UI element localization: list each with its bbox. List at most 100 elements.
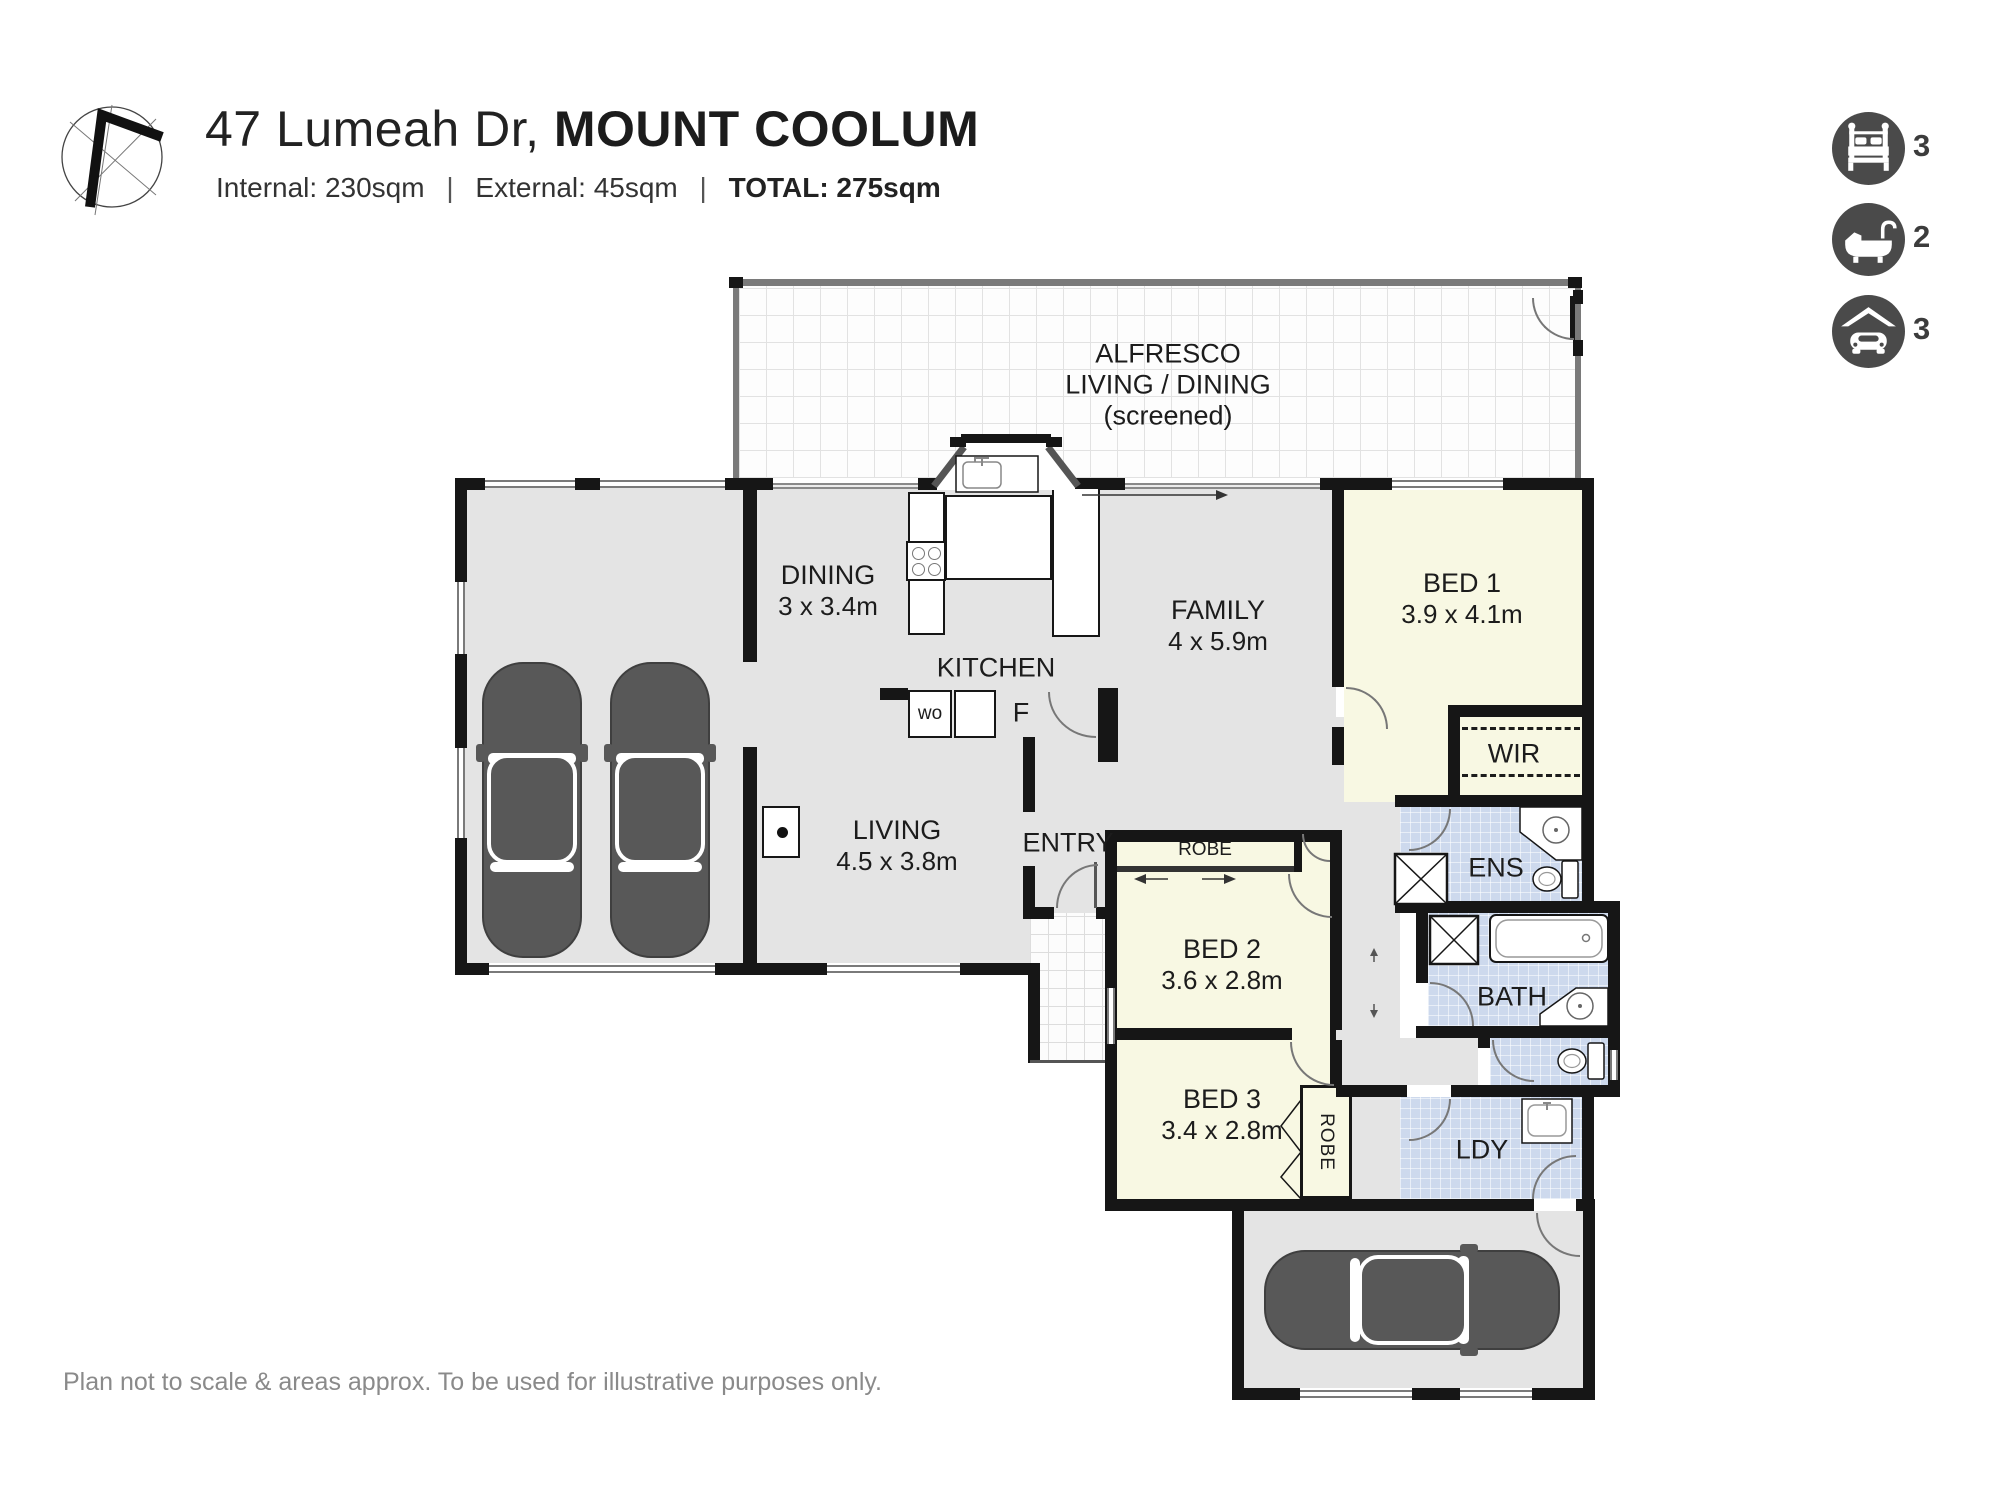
wall — [1416, 913, 1428, 983]
wall — [1330, 1028, 1336, 1040]
room-name: BED 2 — [1182, 934, 1262, 964]
appliance-label: F — [1012, 697, 1030, 728]
ensuite-label: ENS — [1468, 853, 1524, 884]
bed-icon — [1832, 112, 1905, 185]
bed1-floor — [1344, 490, 1582, 802]
bath-label: BATH — [1477, 982, 1547, 1013]
wall — [1105, 1199, 1400, 1211]
wall — [1448, 705, 1582, 717]
room-name: LIVING — [852, 815, 942, 845]
room-name: LIVING / DINING — [1065, 369, 1271, 400]
wall — [455, 838, 467, 975]
window — [1460, 1390, 1532, 1398]
meter-box — [762, 806, 800, 858]
cabinet — [954, 690, 996, 738]
wall — [455, 654, 467, 748]
area-external: External: 45sqm — [475, 172, 678, 203]
area-internal: Internal: 230sqm — [216, 172, 425, 203]
separator: | — [699, 172, 707, 203]
wall — [1336, 1085, 1407, 1097]
wall — [1582, 1097, 1594, 1211]
wall — [1451, 1085, 1620, 1097]
kitchen-sink — [955, 455, 1039, 493]
window — [1392, 480, 1503, 488]
window — [1107, 988, 1115, 1044]
wall — [1110, 830, 1336, 842]
wir-label: WIR — [1488, 739, 1540, 770]
wall — [1412, 1388, 1460, 1400]
separator: | — [446, 172, 454, 203]
room-dims: 3.4 x 2.8m — [1161, 1115, 1283, 1145]
linen-cupboard — [1393, 852, 1449, 906]
garage-icon — [1832, 295, 1905, 368]
laundry-tub — [1521, 1098, 1573, 1144]
room-note: (screened) — [1103, 400, 1233, 431]
wc-toilet — [1557, 1042, 1605, 1080]
wall — [1582, 490, 1594, 901]
window — [1610, 1050, 1618, 1080]
bed3-robe-label: ROBE — [1316, 1113, 1337, 1171]
wall — [1583, 1199, 1595, 1400]
window — [457, 582, 465, 654]
entry-label: ENTRY — [1022, 828, 1113, 859]
burner — [928, 547, 941, 560]
bed3-label: BED 3 3.4 x 2.8m — [1161, 1084, 1282, 1146]
garage-count: 3 — [1913, 311, 1931, 346]
bed2-label: BED 2 3.6 x 2.8m — [1161, 934, 1282, 996]
wall — [1110, 1028, 1292, 1040]
room-dims: 4 x 5.9m — [1168, 626, 1268, 656]
linen-cupboard — [1428, 914, 1480, 966]
wall — [725, 478, 773, 490]
kitchen-label: KITCHEN — [937, 653, 1056, 684]
wall — [880, 688, 908, 700]
ensuite-vanity — [1519, 806, 1583, 861]
sliding-door — [1125, 483, 1320, 489]
burner — [912, 563, 925, 576]
wall — [1608, 901, 1620, 1097]
bathroom-count: 2 — [1913, 219, 1931, 254]
room-dims: 3 x 3.4m — [778, 591, 878, 621]
wall — [1448, 705, 1460, 803]
window — [1300, 1390, 1412, 1398]
wall — [1416, 1026, 1608, 1038]
bed3-robe — [1300, 1085, 1352, 1199]
room-name: DINING — [780, 560, 876, 590]
room-name: LDY — [1455, 1134, 1509, 1165]
robe-slider-arrows — [1134, 874, 1236, 884]
porch-floor — [1030, 913, 1108, 1061]
wall-oven-cabinet — [908, 690, 952, 738]
window — [489, 965, 715, 973]
hallway-floor — [1398, 1038, 1478, 1085]
fridge-label: F — [1013, 698, 1030, 729]
room-dims: 4.5 x 3.8m — [836, 846, 958, 876]
wall — [1294, 842, 1302, 872]
wall — [1575, 279, 1581, 480]
wall — [1098, 688, 1118, 762]
room-name: ROBE — [1178, 839, 1232, 860]
wall — [1023, 866, 1035, 919]
bed1-label: BED 1 3.9 x 4.1m — [1401, 568, 1522, 630]
wall-oven-label: wo — [918, 704, 942, 724]
room-name: WIR — [1487, 738, 1541, 769]
room-name: ROBE — [1316, 1113, 1337, 1171]
room-name: ENS — [1468, 852, 1524, 883]
alfresco-label: ALFRESCO LIVING / DINING (screened) — [1065, 339, 1271, 432]
wall — [1232, 1199, 1244, 1400]
family-label: FAMILY 4 x 5.9m — [1168, 595, 1268, 657]
wall — [455, 963, 489, 975]
dining-label: DINING 3 x 3.4m — [778, 560, 878, 622]
wall — [1332, 727, 1344, 765]
wall-post — [729, 277, 743, 288]
room-name: KITCHEN — [936, 652, 1056, 683]
room-dims: 3.6 x 2.8m — [1161, 965, 1283, 995]
room-name: FAMILY — [1170, 595, 1266, 625]
laundry-label: LDY — [1456, 1135, 1509, 1166]
sliding-door — [773, 483, 918, 489]
wall-post — [1573, 340, 1583, 356]
room-dims: 3.9 x 4.1m — [1401, 599, 1523, 629]
bed2-robe-label: ROBE — [1178, 840, 1232, 860]
wall — [1395, 795, 1594, 807]
wall-post — [1573, 290, 1583, 304]
window — [827, 965, 960, 973]
